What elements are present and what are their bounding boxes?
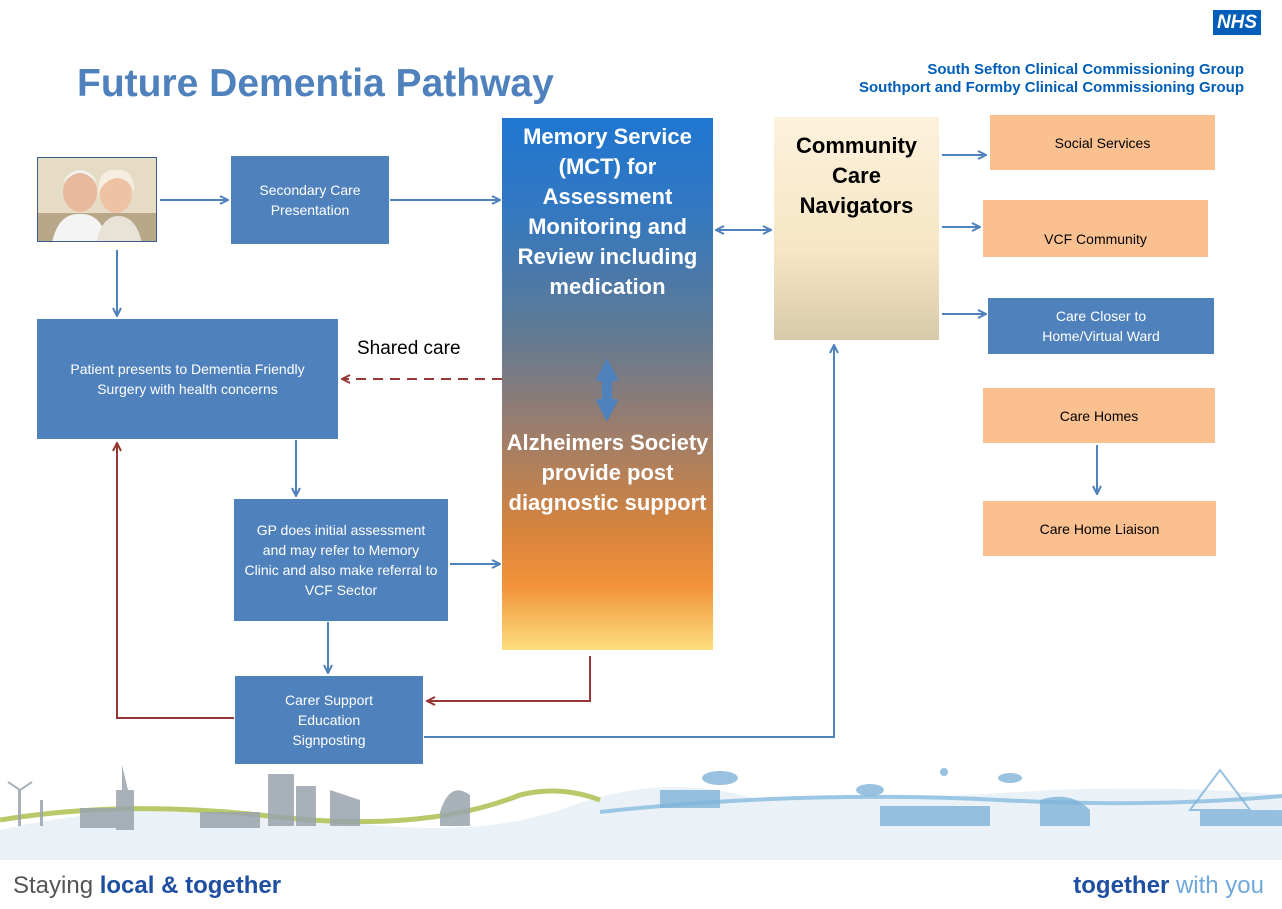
- alzheimers-society-label: Alzheimers Society provide post diagnost…: [506, 430, 709, 515]
- patient-presents-box: Patient presents to Dementia Friendly Su…: [37, 319, 338, 439]
- gp-assessment-box: GP does initial assessment and may refer…: [234, 499, 448, 621]
- patient-presents-label: Patient presents to Dementia Friendly Su…: [70, 361, 305, 397]
- community-care-navigators-label: Community Care Navigators: [796, 133, 917, 218]
- page-title: Future Dementia Pathway: [77, 62, 554, 105]
- memory-service-column: Memory Service (MCT) for Assessment Moni…: [502, 118, 713, 650]
- tagline-right: together with you: [1073, 872, 1264, 900]
- arrow-memory-to-carer: [427, 656, 591, 701]
- tagline-right-bold: together: [1073, 872, 1170, 899]
- tagline-left-prefix: Staying: [13, 872, 100, 899]
- double-arrow-icon: [596, 359, 618, 421]
- tagline-right-rest: with you: [1169, 872, 1264, 899]
- tagline-left-bold: local & together: [99, 872, 282, 899]
- care-home-liaison-label: Care Home Liaison: [1039, 520, 1160, 537]
- ccg-name-south-sefton: South Sefton Clinical Commissioning Grou…: [927, 61, 1244, 78]
- shared-care-label: Shared care: [357, 338, 461, 359]
- social-services-label: Social Services: [1054, 134, 1151, 151]
- arrow-carer-to-patient: [117, 443, 234, 719]
- elderly-couple-photo: [37, 157, 157, 242]
- gp-assessment-label: GP does initial assessment and may refer…: [244, 522, 438, 598]
- tagline-left: Staying local & together: [13, 872, 281, 900]
- education-label: Education: [297, 712, 361, 728]
- community-care-navigators-box: Community Care Navigators: [774, 117, 939, 340]
- carer-support-box: Carer Support Education Signposting: [235, 676, 423, 764]
- care-closer-label: Care Closer to Home/Virtual Ward: [1042, 308, 1160, 344]
- secondary-care-label: Secondary Care Presentation: [259, 182, 361, 218]
- vcf-community-box: VCF Community: [983, 200, 1208, 257]
- care-home-liaison-box: Care Home Liaison: [983, 501, 1216, 556]
- social-services-box: Social Services: [990, 115, 1215, 170]
- care-homes-box: Care Homes: [983, 388, 1215, 443]
- care-homes-label: Care Homes: [1059, 407, 1139, 424]
- signposting-label: Signposting: [292, 732, 366, 748]
- vcf-community-label: VCF Community: [1044, 230, 1147, 247]
- secondary-care-presentation-box: Secondary Care Presentation: [231, 156, 389, 244]
- carer-support-label: Carer Support: [285, 692, 373, 708]
- ccg-name-southport-formby: Southport and Formby Clinical Commission…: [858, 79, 1244, 96]
- arrow-carer-to-navigators: [424, 345, 834, 738]
- nhs-logo: NHS: [1213, 10, 1261, 35]
- care-closer-box: Care Closer to Home/Virtual Ward: [988, 298, 1214, 354]
- memory-service-label: Memory Service (MCT) for Assessment Moni…: [517, 124, 698, 299]
